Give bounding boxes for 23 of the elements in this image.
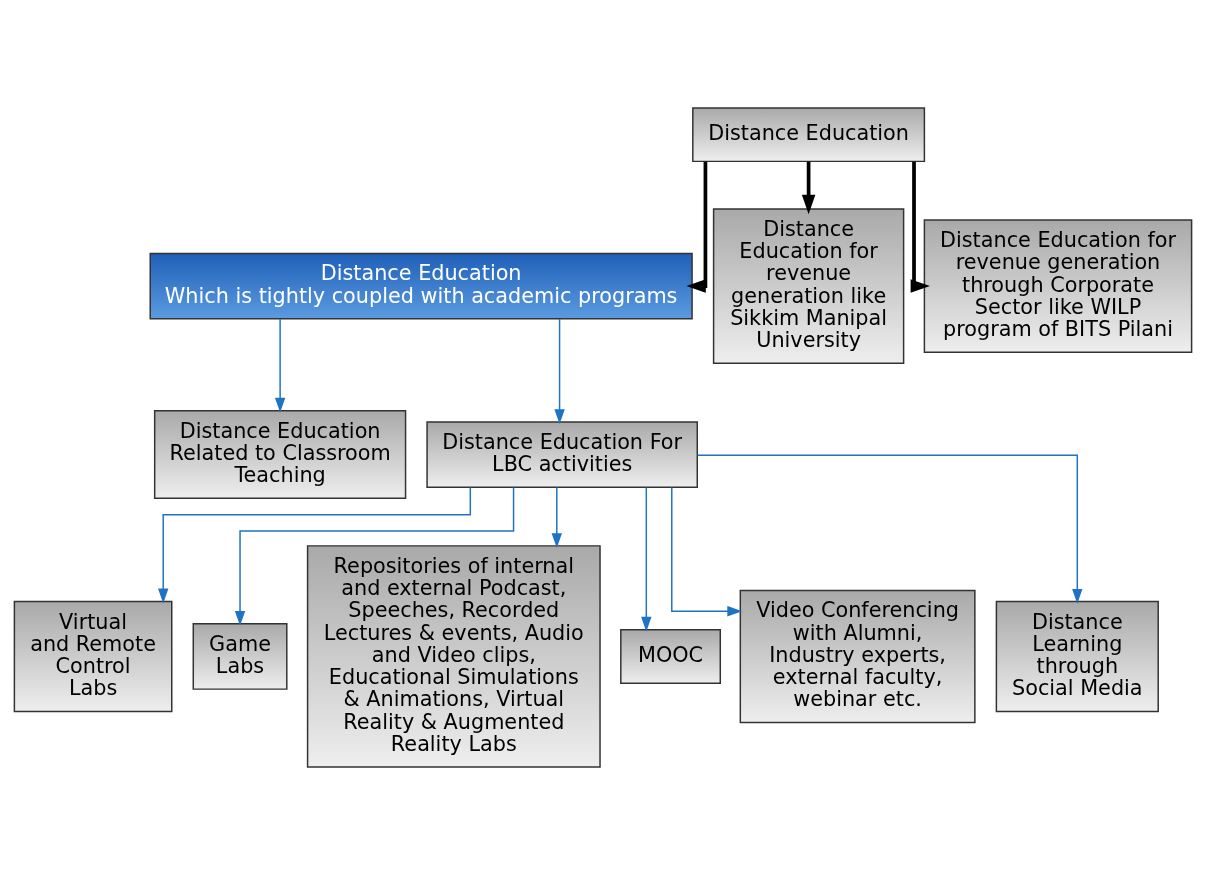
node-box: Repositories of internal and external Podcast, Speeches, Recorded Lectures & events, Audio and Video clips, Educational Simulations & Animations, Virtual Reality & Augmented Reality Labs [306,545,601,768]
node-box: Distance Education Which is tightly coupled with academic programs [149,252,693,320]
arrow [274,318,286,413]
arrow [158,486,472,604]
arrow [910,161,930,293]
node-box: Virtual and Remote Control Labs [13,600,173,713]
arrow [551,486,562,549]
arrow [641,486,652,632]
node-box: Distance Education for revenue generation through Corporate Sector like WILP program of BITS Pilani [923,219,1193,353]
arrow [686,161,708,293]
node-box: MOOC [620,629,721,684]
arrow [696,454,1083,604]
arrow [234,486,515,626]
node-box: Video Conferencing with Alumni, Industry experts, external faculty, webinar etc. [739,589,976,724]
arrow [801,161,816,215]
node-box: Distance Learning through Social Media [995,600,1159,713]
arrow [671,486,743,617]
node-box: Distance Education Related to Classroom Teaching [153,410,407,500]
arrow [554,318,565,424]
node-box: Game Labs [192,623,288,690]
node-box: Distance Education for revenue generation like Sikkim Manipal University [712,208,905,364]
node-box: Distance Education [692,107,926,163]
node-box: Distance Education For LBC activities [426,421,698,488]
